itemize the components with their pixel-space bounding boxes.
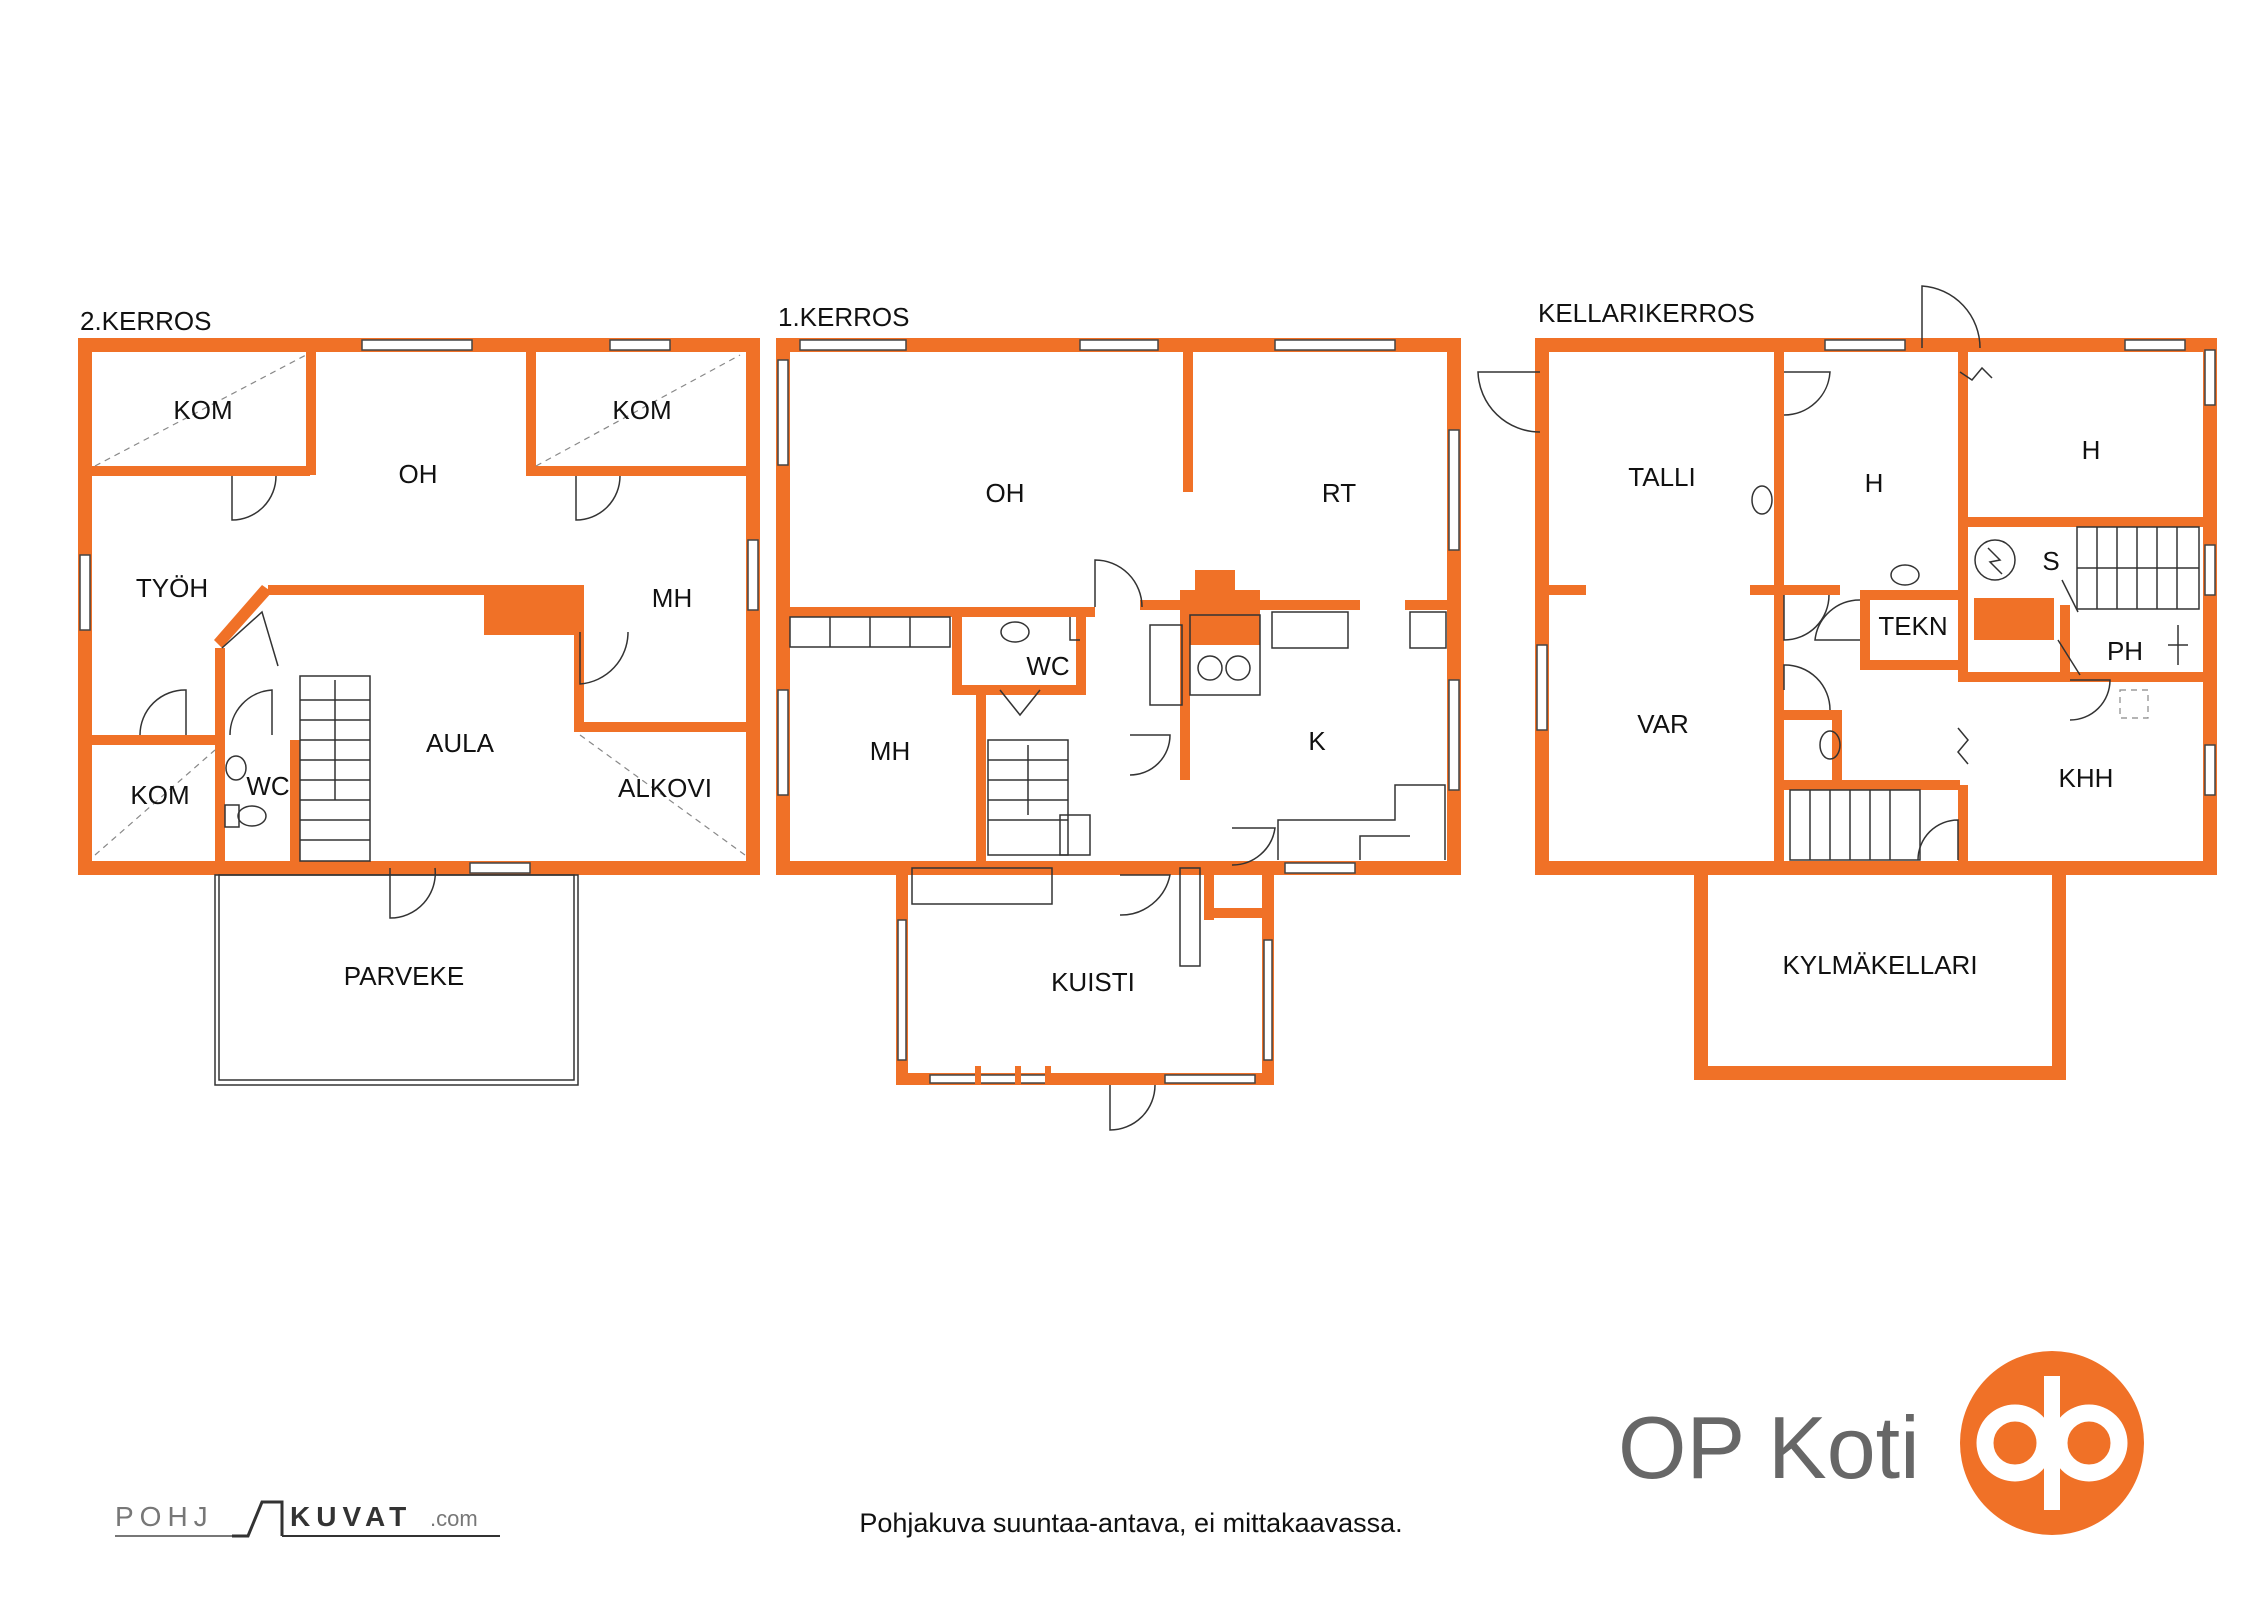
room-wc-first: WC: [1026, 651, 1069, 681]
room-aula: AULA: [426, 728, 495, 758]
room-kuisti: KUISTI: [1051, 967, 1135, 997]
floor-title-second: 2.KERROS: [80, 306, 212, 336]
brand-op-koti: OP Koti: [1618, 1398, 1920, 1497]
room-rt: RT: [1322, 478, 1356, 508]
room-s: S: [2042, 546, 2059, 576]
floor-title-basement: KELLARIKERROS: [1538, 298, 1755, 328]
pohjakuvat-right: KUVAT: [290, 1501, 412, 1532]
room-talli: TALLI: [1628, 462, 1695, 492]
pohjakuvat-suffix: .com: [430, 1506, 478, 1531]
floor-kellarikerros: KELLARIKERROS: [1477, 285, 2217, 1080]
room-ph: PH: [2107, 636, 2143, 666]
room-alkovi: ALKOVI: [618, 773, 712, 803]
pohjakuvat-left: POHJ: [115, 1501, 214, 1532]
op-logo-icon: [1960, 1351, 2144, 1535]
room-kom-top-left: KOM: [173, 395, 232, 425]
room-kom-bottom: KOM: [130, 780, 189, 810]
room-h-left: H: [1865, 468, 1884, 498]
room-k: K: [1308, 726, 1326, 756]
room-oh-first: OH: [986, 478, 1025, 508]
room-h-right: H: [2082, 435, 2101, 465]
disclaimer-text: Pohjakuva suuntaa-antava, ei mittakaavas…: [859, 1508, 1402, 1538]
floor-1-kerros: 1.KERROS: [776, 302, 1461, 1131]
room-parveke: PARVEKE: [344, 961, 464, 991]
room-tyoh: TYÖH: [136, 573, 208, 603]
room-mh-first: MH: [870, 736, 910, 766]
room-khh: KHH: [2059, 763, 2114, 793]
pohjakuvat-logo: POHJ KUVAT .com: [115, 1500, 500, 1538]
room-kylmakellari: KYLMÄKELLARI: [1782, 950, 1977, 980]
floor-2-kerros: 2.KERROS: [78, 306, 760, 1086]
room-mh: MH: [652, 583, 692, 613]
room-var: VAR: [1637, 709, 1689, 739]
floor-title-first: 1.KERROS: [778, 302, 910, 332]
room-tekn: TEKN: [1878, 611, 1947, 641]
room-kom-top-right: KOM: [612, 395, 671, 425]
room-wc: WC: [246, 771, 289, 801]
room-oh: OH: [399, 459, 438, 489]
